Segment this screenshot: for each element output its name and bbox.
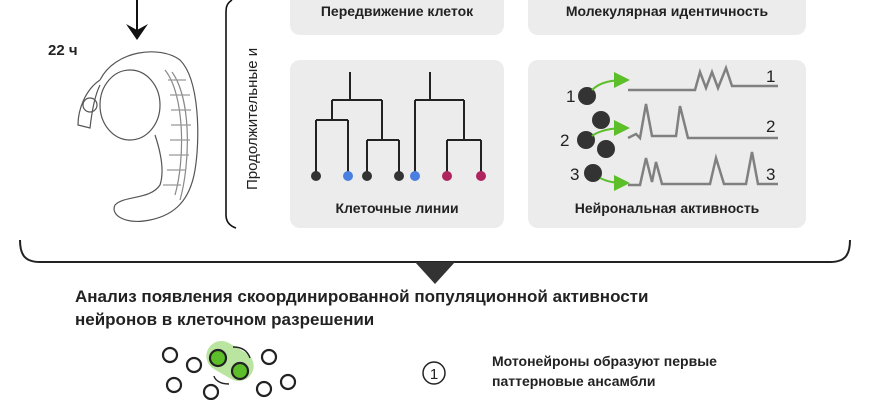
panel-cell-lineages <box>290 60 504 228</box>
panel-title: Молекулярная идентичность <box>566 3 769 19</box>
activity-traces <box>627 64 778 187</box>
neuron-label: 2 <box>560 131 569 150</box>
neurons <box>577 87 615 182</box>
lineage-tree <box>315 72 482 176</box>
triangle-down-icon <box>415 262 455 284</box>
age-label: 22 ч <box>48 42 78 59</box>
panel-title: Нейрональная активность <box>575 200 760 216</box>
neuron-label: 1 <box>566 87 575 106</box>
trace-label: 2 <box>766 117 775 136</box>
trace-label: 1 <box>766 67 775 86</box>
green-arrows <box>591 72 630 191</box>
finding-number-badge: 1 <box>422 361 446 385</box>
arrow-down-icon <box>126 0 148 40</box>
bracket-label: Продолжительные и <box>244 48 261 190</box>
bottom-bracket <box>19 239 851 263</box>
lineage-cells <box>311 171 486 181</box>
embryo-illustration <box>77 51 199 222</box>
neuron-label: 3 <box>570 165 579 184</box>
panel-title: Клеточные линии <box>335 200 458 216</box>
panel-cell-movement <box>290 0 504 35</box>
trace-label: 3 <box>766 165 775 184</box>
left-bracket <box>225 0 237 229</box>
summary-line-2: нейронов в клеточном разрешении <box>75 310 374 329</box>
ensemble-illustration <box>161 341 297 400</box>
svg-text:1: 1 <box>430 366 438 383</box>
finding-line-2: паттерновые ансамбли <box>492 373 656 389</box>
panel-title: Передвижение клеток <box>321 3 474 19</box>
panel-neuronal-activity <box>528 60 806 228</box>
panel-molecular-identity <box>528 0 806 35</box>
finding-line-1: Мотонейроны образуют первые <box>492 353 717 369</box>
summary-line-1: Анализ появления скоординированной попул… <box>75 287 648 306</box>
